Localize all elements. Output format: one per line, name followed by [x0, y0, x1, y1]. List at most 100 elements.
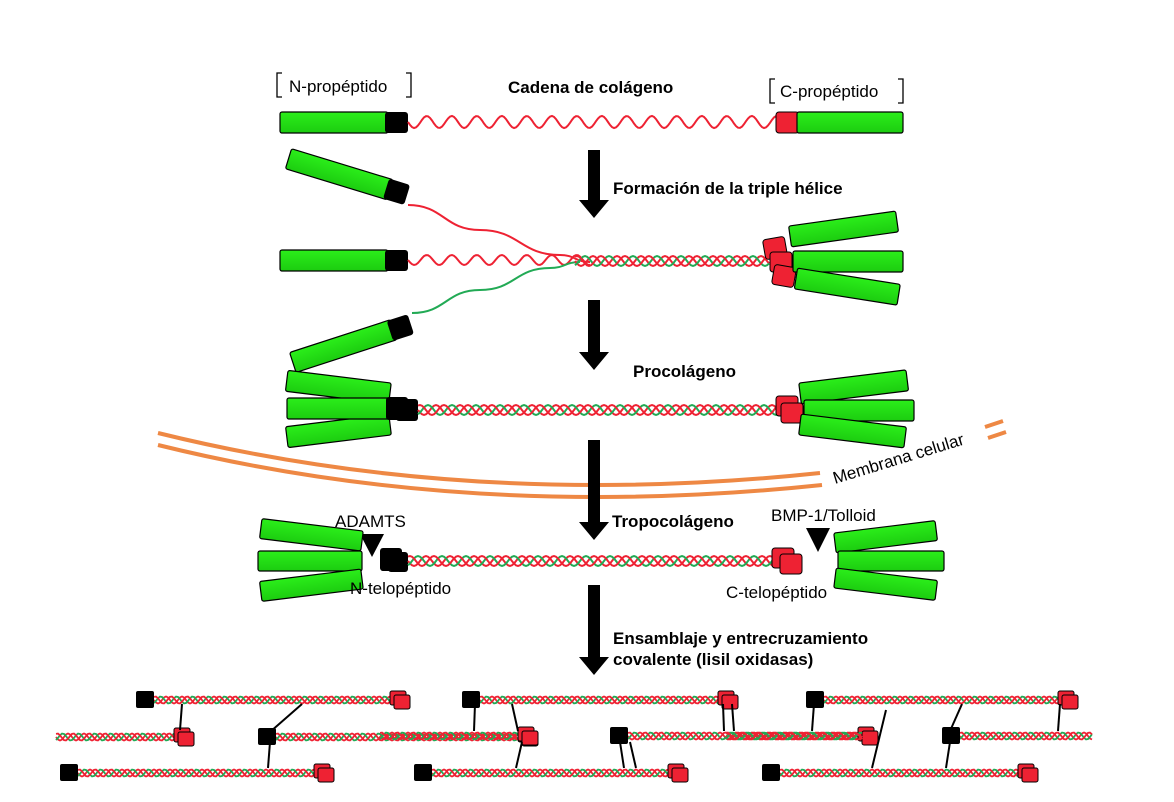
procollagen-n-propeptide-2 [285, 413, 392, 448]
stage-triple-helix [279, 148, 904, 373]
cleaved-n-propeptide-1 [259, 518, 364, 552]
tropocollagen-molecule [60, 763, 335, 783]
tropocollagen-molecule [942, 727, 1093, 744]
procollagen-n-block-2 [396, 399, 418, 421]
tropocollagen-molecule [762, 763, 1039, 783]
n-block [385, 112, 408, 133]
n-telopeptide-block [806, 691, 824, 708]
procollagen-n-propeptide-3 [286, 397, 391, 420]
helix-strand [779, 768, 1021, 778]
helix-strand [431, 768, 671, 778]
cleaved-c-propeptide-1 [833, 520, 938, 554]
middle-n-block [385, 250, 408, 271]
stage-procollagen [285, 369, 915, 449]
tropocollagen-molecule [462, 690, 739, 710]
n-propeptide-bracket [276, 72, 412, 98]
cleaved-n-propeptide-2 [257, 550, 363, 572]
helix-strand [379, 731, 521, 741]
covalent-crosslink [629, 741, 637, 769]
helix-strand [959, 731, 1093, 741]
n-telopeptide-block [60, 764, 78, 781]
red-chain-top [407, 204, 591, 263]
assembly-label-line2: covalente (lisil oxidasas) [613, 650, 813, 669]
covalent-crosslink [722, 703, 725, 732]
helix-strand [725, 731, 863, 741]
helix-strand [407, 554, 775, 568]
c-telopeptide-block [1021, 767, 1039, 783]
n-propeptide-bar [279, 111, 389, 134]
n-telopeptide-label: N-telopéptido [350, 579, 451, 598]
covalent-crosslink [871, 709, 887, 769]
helix-strand [407, 554, 775, 568]
helix-strand [779, 768, 1021, 778]
c-telopeptide-block [861, 730, 879, 746]
n-telopeptide-block [136, 691, 154, 708]
c-telopeptide-block [1061, 694, 1079, 710]
procollagen-label: Procolágeno [633, 362, 736, 381]
n-telopeptide-block [610, 727, 628, 744]
helix-strand [823, 695, 1061, 705]
tilted-n-block-bottom [387, 314, 414, 341]
helix-strand [823, 695, 1061, 705]
n-propeptide-label: N-propéptido [289, 77, 387, 96]
helix-strand [417, 403, 779, 417]
cleaved-c-propeptide-3 [833, 567, 938, 601]
green-chain-bottom [411, 261, 581, 314]
cleavage-triangle-icon [360, 534, 384, 557]
tropocollagen-label: Tropocolágeno [612, 512, 734, 531]
assembly-label-line1: Ensamblaje y entrecruzamiento [613, 629, 868, 648]
covalent-crosslink [179, 703, 183, 731]
covalent-crosslink [945, 741, 951, 769]
bmp-label: BMP-1/Tolloid [771, 506, 876, 525]
tropocollagen-molecule [725, 731, 863, 741]
c-telopeptide-block [671, 767, 689, 783]
covalent-crosslink [269, 703, 303, 733]
helix-strand [379, 731, 521, 741]
cleaved-n-propeptide-3 [259, 568, 364, 602]
c-telopeptide-block [393, 694, 411, 710]
c-telopeptide-block-2 [779, 553, 803, 575]
arrow-down-icon [579, 440, 609, 540]
collagen-chain-wave [407, 114, 777, 130]
covalent-crosslink [511, 703, 519, 732]
helix-strand [479, 695, 721, 705]
c-propeptide-lower [793, 267, 901, 306]
helix-strand [153, 695, 393, 705]
procollagen-c-propeptide-1 [798, 369, 909, 405]
helix-strand [153, 695, 393, 705]
helix-strand [823, 695, 1061, 705]
cell-membrane [157, 419, 1007, 499]
tilted-n-block-top [383, 179, 410, 205]
helix-strand [431, 768, 671, 778]
red-chain-middle [407, 253, 591, 267]
c-propeptide-middle [792, 250, 904, 273]
n-telopeptide-block [462, 691, 480, 708]
helix-strand [77, 768, 317, 778]
cleavage-triangle-icon [806, 528, 830, 552]
n-telopeptide-block [942, 727, 960, 744]
helix-strand [417, 403, 779, 417]
procollagen-c-block-2 [780, 402, 804, 424]
tropocollagen-molecule [55, 727, 195, 747]
tilted-n-propeptide-bottom [289, 319, 397, 373]
covalent-crosslink [619, 741, 625, 769]
c-propeptide-bracket [769, 78, 904, 104]
stage-tropocollagen: ADAMTS BMP-1/Tolloid N-telopéptido C-tel… [257, 506, 945, 602]
helix-strand [55, 732, 177, 742]
covalent-crosslink [473, 703, 476, 732]
helix-strand [959, 731, 1093, 741]
tropocollagen-molecule [414, 763, 689, 783]
c-block-3 [771, 264, 797, 288]
c-telopeptide-block [177, 731, 195, 747]
n-telopeptide-block [258, 728, 276, 745]
triple-helix-label: Formación de la triple hélice [613, 179, 843, 198]
covalent-crosslink [515, 741, 523, 769]
c-propeptide-bar [796, 111, 904, 134]
helix-strand [574, 254, 770, 268]
helix-strand [379, 731, 521, 741]
collagen-fibril-assembly [55, 690, 1093, 783]
c-telopeptide-label: C-telopéptido [726, 583, 827, 602]
covalent-crosslink [949, 703, 963, 732]
arrow-down-icon [579, 300, 609, 370]
